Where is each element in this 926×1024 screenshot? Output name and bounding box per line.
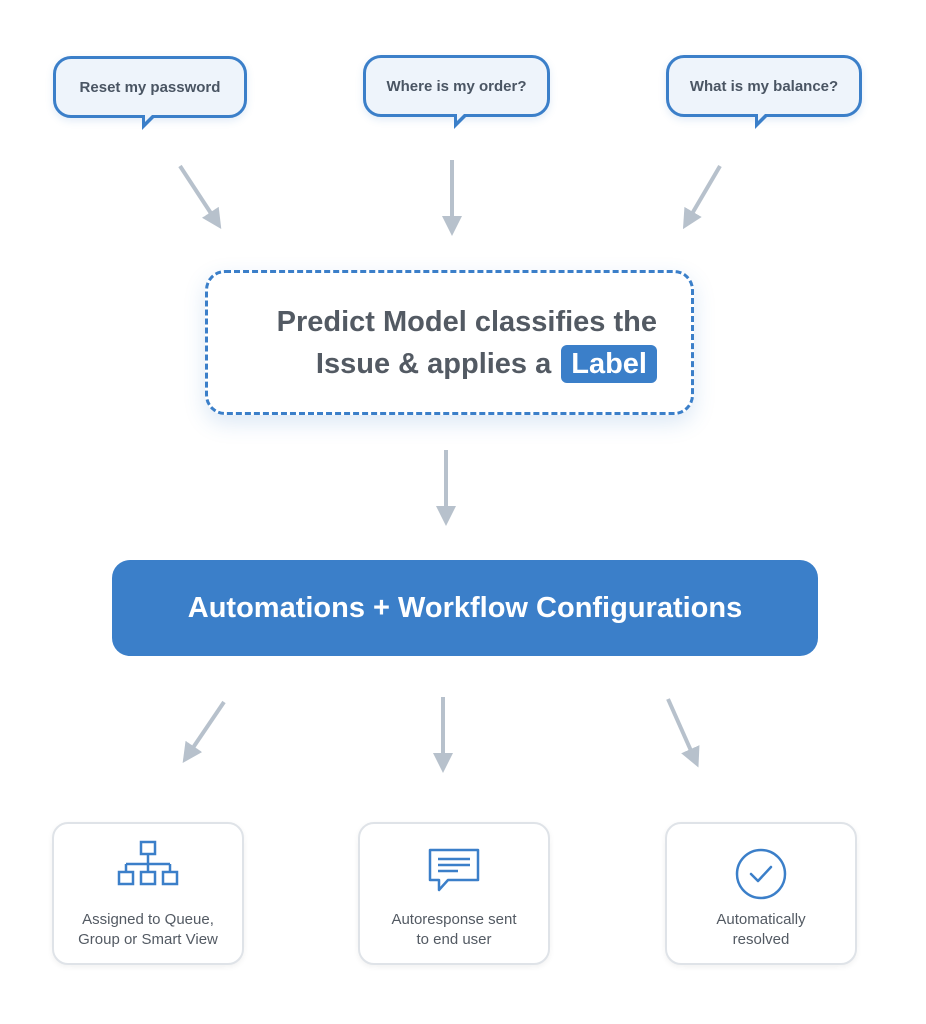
- arrow-question-3-to-model: [682, 164, 722, 230]
- outcome-card-resolved: Automatically resolved: [665, 822, 857, 965]
- automation-bar: Automations + Workflow Configurations: [112, 560, 818, 656]
- predict-model-text: Predict Model classifies the Issue & app…: [277, 301, 657, 385]
- bubble-tail: [142, 111, 157, 130]
- predict-line-2: Issue & applies a Label: [277, 343, 657, 385]
- question-bubble-order-status: Where is my order?: [363, 55, 550, 129]
- arrow-automation-to-queue: [182, 700, 226, 763]
- outcome-caption-line-2: resolved: [732, 931, 790, 948]
- predict-model-box: Predict Model classifies the Issue & app…: [205, 270, 694, 415]
- arrow-question-1-to-model: [178, 164, 222, 230]
- question-text: Where is my order?: [386, 77, 527, 95]
- outcome-card-queue: Assigned to Queue, Group or Smart View: [52, 822, 244, 965]
- outcome-card-autoresponse: Autoresponse sent to end user: [358, 822, 550, 965]
- question-bubble-balance: What is my balance?: [666, 55, 862, 129]
- outcome-caption-line-2: Group or Smart View: [78, 931, 218, 948]
- message-icon: [428, 848, 480, 892]
- outcome-caption: Autoresponse sent to end user: [366, 910, 542, 950]
- bubble-tail: [755, 110, 770, 129]
- check-circle-icon: [735, 848, 787, 900]
- predict-line-1: Predict Model classifies the: [276, 306, 657, 338]
- question-text: What is my balance?: [689, 77, 839, 95]
- outcome-caption-line-1: Assigned to Queue,: [82, 911, 214, 928]
- automation-title: Automations + Workflow Configurations: [187, 591, 743, 624]
- outcome-caption: Assigned to Queue, Group or Smart View: [60, 910, 236, 950]
- hierarchy-icon: [117, 840, 179, 886]
- outcome-caption-line-1: Autoresponse sent: [391, 911, 517, 928]
- arrow-automation-to-resolved: [666, 698, 700, 768]
- question-text: Reset my password: [79, 78, 221, 96]
- bubble-tail: [454, 110, 469, 129]
- question-bubble-reset-password: Reset my password: [53, 56, 247, 130]
- predict-line-2-text: Issue & applies a: [315, 348, 552, 380]
- outcome-caption: Automatically resolved: [673, 910, 849, 950]
- outcome-caption-line-2: to end user: [416, 931, 492, 948]
- label-chip: Label: [561, 345, 657, 383]
- outcome-caption-line-1: Automatically: [716, 911, 806, 928]
